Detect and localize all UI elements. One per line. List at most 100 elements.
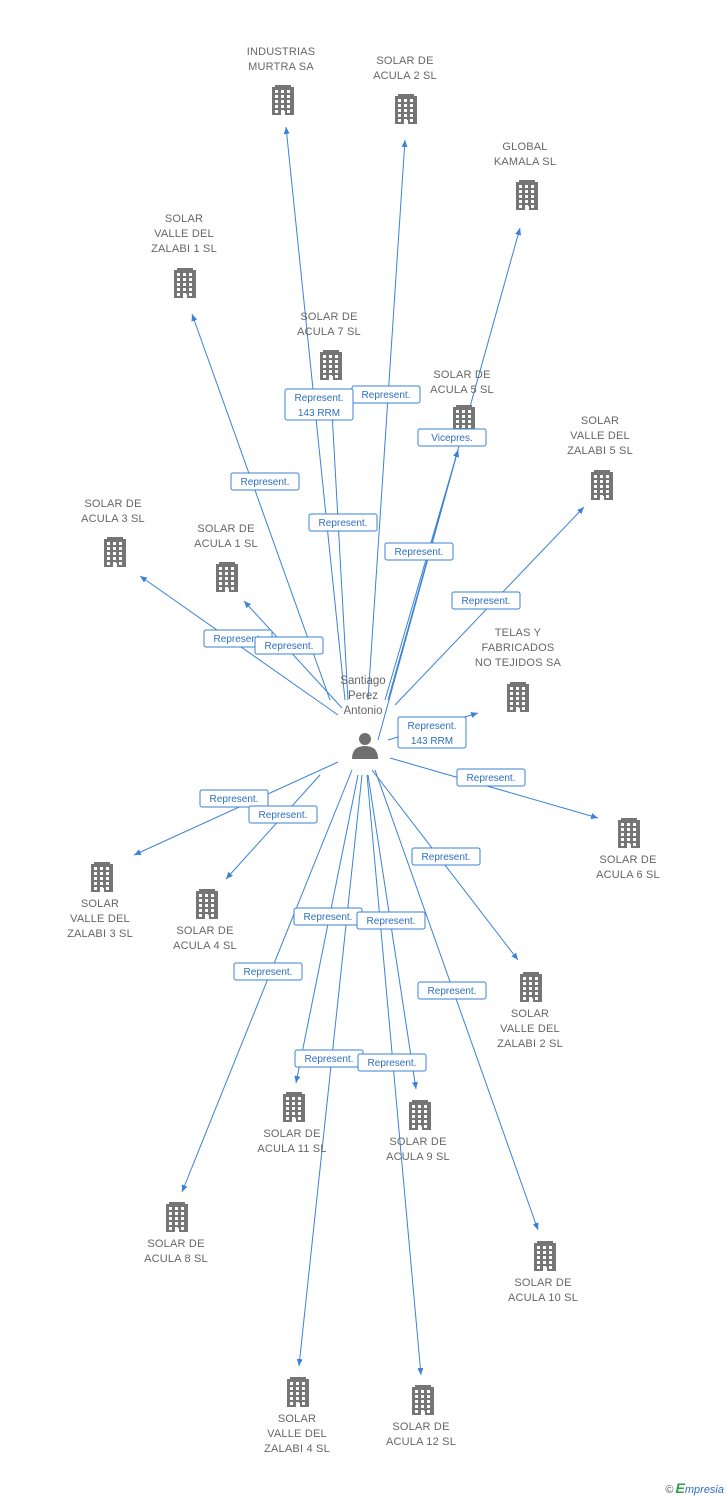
edge-role-badge-text: Represent. [210,794,259,805]
edge-role-badge[interactable]: Represent. [248,805,318,824]
edge-role-badge[interactable]: Represent.143 RRM [397,716,467,749]
edge-role-badge[interactable]: Represent. [357,1053,427,1072]
edge-role-badge[interactable]: Represent. [411,847,481,866]
building-icon [395,94,417,124]
edge-connector [181,769,353,1193]
edge-role-badge-text: Vicepres. [431,433,473,444]
person-name-line: Perez [348,690,378,702]
building-icon [166,1202,188,1232]
edge-role-badge-text: Represent. [214,634,263,645]
edge-connector [367,774,418,1090]
company-node[interactable]: SOLAR DE ACULA 1 SL [194,523,258,592]
company-name-line: SOLAR DE [514,1277,571,1289]
edge-connector [384,449,459,701]
company-name-line: ACULA 2 SL [373,70,437,82]
footer-brand[interactable]: ©Empresia [665,1480,724,1496]
edge-role-badge[interactable]: Represent. [230,472,300,491]
edge-connector [225,774,321,880]
edge-role-badge[interactable]: Represent. [356,911,426,930]
edge-role-badge[interactable]: Represent. [417,981,487,1000]
company-name-line: SOLAR [511,1008,549,1020]
company-name-line: TELAS Y [495,627,542,639]
edge-role-badge[interactable]: Represent. [233,962,303,981]
building-icon [216,562,238,592]
company-name-line: SOLAR DE [263,1128,320,1140]
company-name-line: ACULA 4 SL [173,940,237,952]
building-icon [618,818,640,848]
edge-role-badge-text: Represent. [367,916,416,927]
edge-role-badge-text: Represent. [395,547,444,558]
edge-role-badge[interactable]: Represent. [384,542,454,561]
company-name-line: SOLAR DE [433,369,490,381]
building-icon [412,1385,434,1415]
building-icon [283,1092,305,1122]
edge-role-badge[interactable]: Represent. [456,768,526,787]
company-name-line: SOLAR [278,1413,316,1425]
company-name-line: ACULA 8 SL [144,1253,208,1265]
company-name-line: ACULA 7 SL [297,326,361,338]
person-icon [352,733,378,759]
building-icon [196,889,218,919]
company-name-line: VALLE DEL [500,1023,560,1035]
edge-connector [367,139,408,701]
building-icon [104,537,126,567]
person-name-line: Santiago [340,675,385,687]
edge-role-badge[interactable]: Represent. [308,513,378,532]
edge-role-badge-text: Represent. [244,967,293,978]
edge-connector [294,774,359,1084]
company-name-line: SOLAR DE [376,55,433,67]
edge-role-badge[interactable]: Represent. [451,591,521,610]
edge-role-badge-text: Represent. [259,810,308,821]
company-name-line: GLOBAL [502,141,547,153]
edge-role-badge[interactable]: Vicepres. [417,428,487,447]
edge-role-badge[interactable]: Represent. [294,1049,364,1068]
building-icon [409,1100,431,1130]
edge-role-badge-text: Represent. [295,393,344,404]
building-icon [91,862,113,892]
edge-connector [389,757,599,819]
company-name-line: ACULA 1 SL [194,538,258,550]
edge-role-badge[interactable]: Represent. [293,907,363,926]
building-icon [516,180,538,210]
brand-logo-text: mpresia [684,1484,724,1496]
company-name-line: SOLAR DE [197,523,254,535]
edge-role-badge[interactable]: Represent. [199,789,269,808]
building-icon [320,350,342,380]
edge-role-badge[interactable]: Represent.143 RRM [284,388,354,421]
edge-connector [374,769,539,1231]
company-name-line: SOLAR [581,415,619,427]
edge-role-badge[interactable]: Represent. [351,385,421,404]
building-icon [520,972,542,1002]
company-name-line: VALLE DEL [570,430,630,442]
edge-role-badge[interactable]: Represent. [254,636,324,655]
company-name-line: ACULA 3 SL [81,513,145,525]
company-node[interactable]: SOLAR DE ACULA 2 SL [373,55,437,124]
company-name-line: SOLAR DE [599,854,656,866]
